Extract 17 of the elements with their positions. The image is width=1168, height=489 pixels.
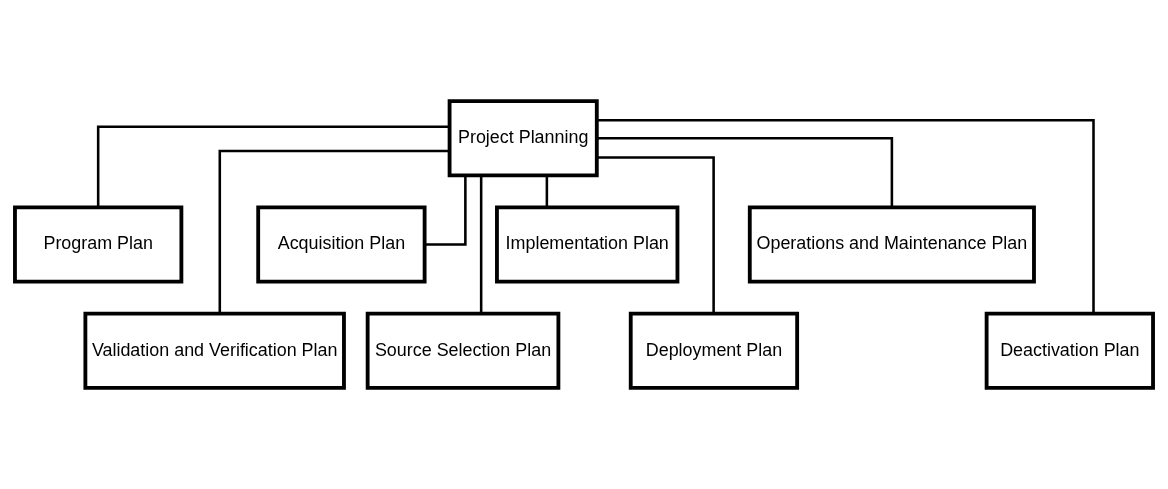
connector [479,175,483,314]
node-box: Program Plan [13,205,184,284]
connector [218,149,450,314]
node-box: Source Selection Plan [365,311,561,390]
connector [545,175,549,208]
connector [96,125,450,208]
connector [596,156,715,314]
node-box: Deployment Plan [628,311,800,390]
connector [596,136,894,208]
node-box: Implementation Plan [495,205,680,284]
node-box: Deactivation Plan [984,311,1155,390]
connector [424,175,467,246]
node-box: Operations and Maintenance Plan [747,205,1036,284]
node-box: Validation and Verification Plan [83,311,346,390]
node-box: Project Planning [447,99,599,178]
connector [597,119,1095,314]
node-box: Acquisition Plan [256,205,427,284]
